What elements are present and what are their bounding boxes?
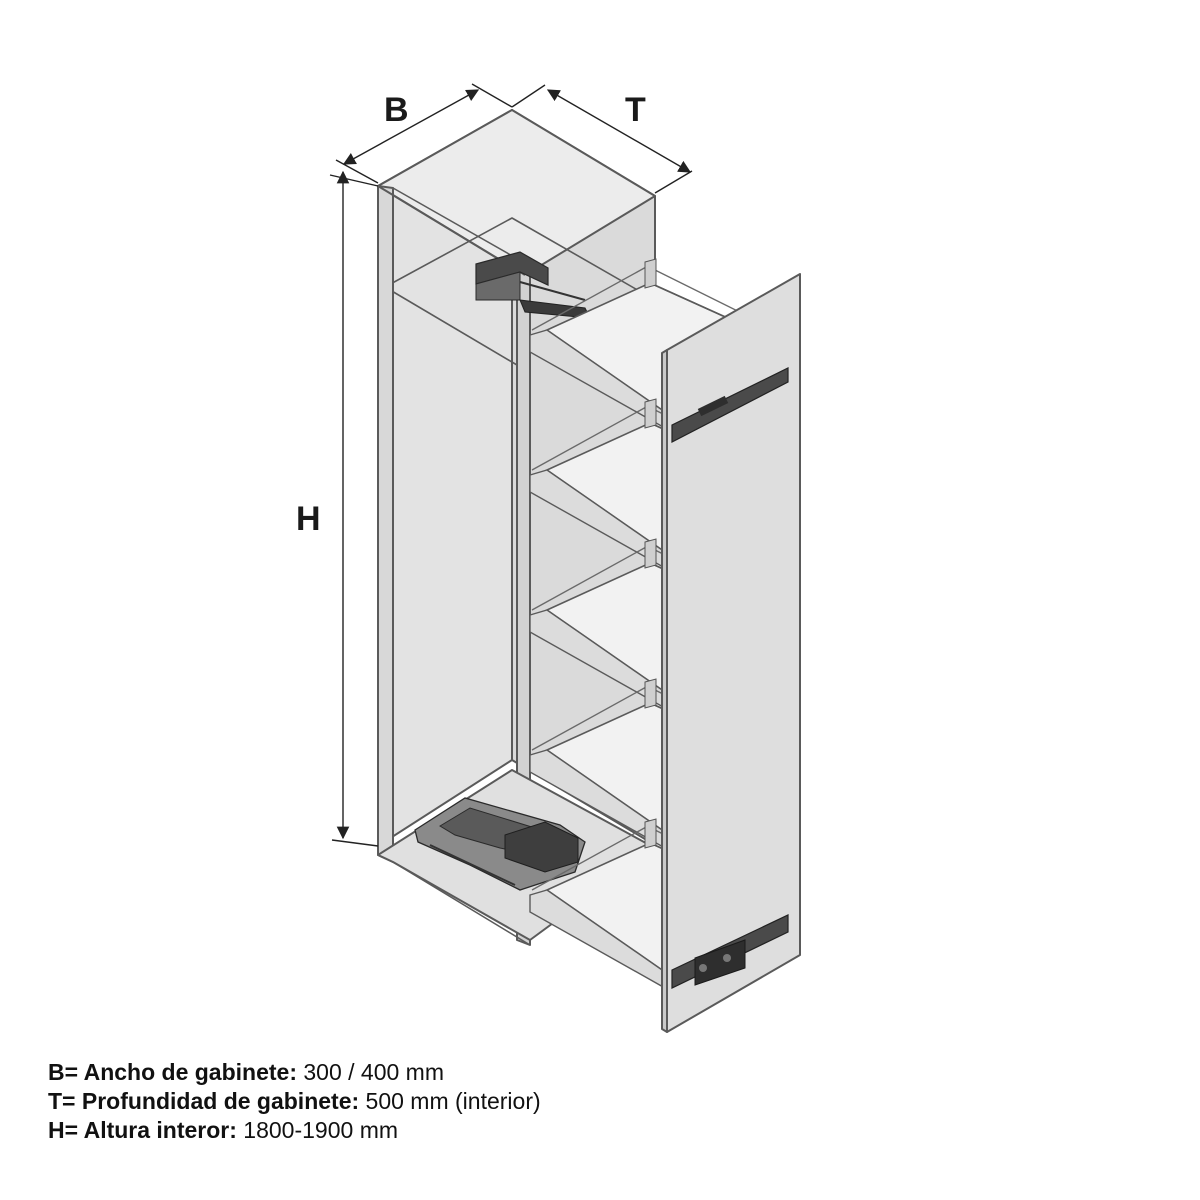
spec-height-label: H= Altura interor:	[48, 1117, 237, 1143]
depth-dimension-line	[546, 89, 692, 173]
tray-corner-post	[644, 398, 657, 429]
spec-depth-value: 500 mm (interior)	[359, 1088, 541, 1114]
tray-rail	[531, 545, 649, 611]
width-letter: B	[384, 91, 409, 129]
front-panel	[661, 273, 801, 1033]
dimension-lines	[329, 83, 693, 847]
spec-width: B= Ancho de gabinete: 300 / 400 mm	[48, 1058, 1148, 1087]
spec-width-label: B= Ancho de gabinete:	[48, 1059, 297, 1085]
spec-width-value: 300 / 400 mm	[296, 1059, 445, 1085]
bottom-rail-hardware	[414, 797, 586, 891]
tray-rail	[531, 265, 649, 331]
tray-rail	[531, 405, 649, 471]
front-panel-edge	[661, 349, 668, 1033]
tray-corner-post	[644, 818, 657, 849]
tray-corner-post	[644, 538, 657, 569]
cabinet-side-panel	[377, 185, 394, 863]
height-letter: H	[296, 500, 321, 538]
cabinet-inner-shelf	[384, 217, 649, 297]
top-rail-hardware	[475, 251, 591, 319]
spec-height: H= Altura interor: 1800-1900 mm	[48, 1116, 1148, 1145]
panel-brackets	[671, 367, 789, 989]
spec-height-value: 1800-1900 mm	[236, 1117, 399, 1143]
cabinet	[377, 109, 656, 946]
spec-list: B= Ancho de gabinete: 300 / 400 mm T= Pr…	[48, 1058, 1148, 1145]
depth-letter: T	[625, 91, 646, 129]
tray-rail	[531, 685, 649, 751]
spec-depth-label: T= Profundidad de gabinete:	[48, 1088, 360, 1114]
tray-corner-post	[644, 678, 657, 709]
spec-depth: T= Profundidad de gabinete: 500 mm (inte…	[48, 1087, 1148, 1116]
width-dimension-line	[342, 89, 480, 165]
tray-corner-post	[644, 258, 657, 289]
tray-rail	[531, 825, 649, 891]
